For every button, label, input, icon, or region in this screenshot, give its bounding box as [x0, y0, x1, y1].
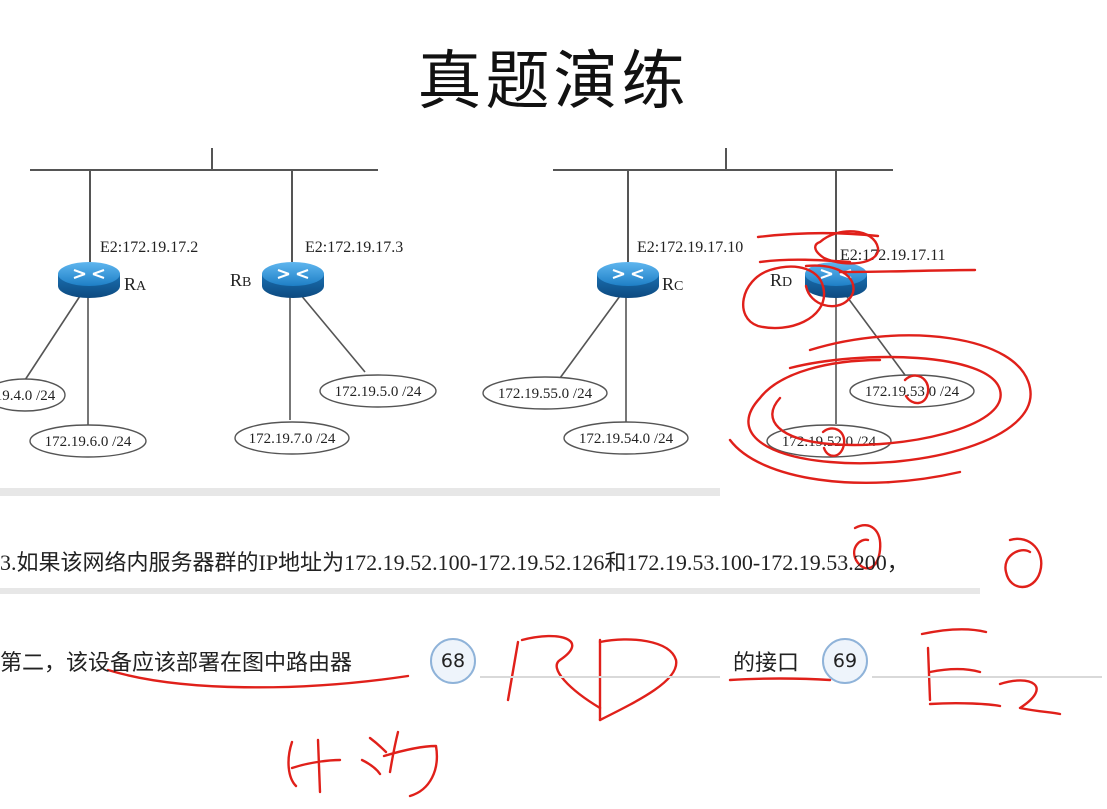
network-rc-left-label: 172.19.55.0 /24 [498, 386, 593, 402]
network-rd-right-label: 172.19.53.0 /24 [865, 384, 960, 400]
question-part2: 的接口 [733, 651, 800, 676]
network-rb-right-label: 172.19.5.0 /24 [335, 384, 422, 400]
branch-lines [24, 293, 906, 425]
router-a-iface: E2:172.19.17.2 [100, 239, 198, 256]
router-a-icon [58, 262, 120, 298]
cropped-text-strip [0, 488, 720, 496]
network-rb-right [319, 374, 437, 408]
network-rb-bottom-label: 172.19.7.0 /24 [249, 431, 336, 447]
answer-line-68 [480, 676, 720, 678]
router-b-icon [262, 262, 324, 298]
network-ra-left-label: 19.4.0 /24 [0, 388, 56, 404]
network-ra-bottom-label: 172.19.6.0 /24 [45, 434, 132, 450]
router-b-name: RB [230, 270, 251, 290]
answer-line-69 [872, 676, 1102, 678]
router-c-icon [597, 262, 659, 298]
router-d-iface: E2:172.19.17.11 [840, 247, 946, 264]
bus-left [30, 148, 378, 262]
network-ra-left [0, 378, 66, 412]
answer-badge-69[interactable]: 69 [822, 638, 868, 684]
cropped-text-strip-2 [0, 588, 980, 594]
network-rc-bottom [563, 421, 689, 455]
question-part1: 第二，该设备应该部署在图中路由器 [0, 651, 353, 676]
router-c-name: RC [662, 274, 683, 294]
network-ra-bottom [29, 424, 147, 458]
network-rc-left [482, 376, 608, 410]
network-rb-bottom [234, 421, 350, 455]
network-rc-bottom-label: 172.19.54.0 /24 [579, 431, 674, 447]
router-b-iface: E2:172.19.17.3 [305, 239, 403, 256]
question-3-text: 3.如果该网络内服务器群的IP地址为172.19.52.100-172.19.5… [0, 550, 909, 575]
network-rd-bottom [766, 424, 892, 458]
router-c-iface: E2:172.19.17.10 [637, 239, 743, 256]
router-a-name: RA [124, 274, 147, 294]
page-title: 真题演练 [417, 45, 690, 119]
router-d-name: RD [770, 270, 792, 290]
red-annotations [106, 230, 1062, 798]
bus-right [553, 148, 893, 262]
answer-badge-68[interactable]: 68 [430, 638, 476, 684]
